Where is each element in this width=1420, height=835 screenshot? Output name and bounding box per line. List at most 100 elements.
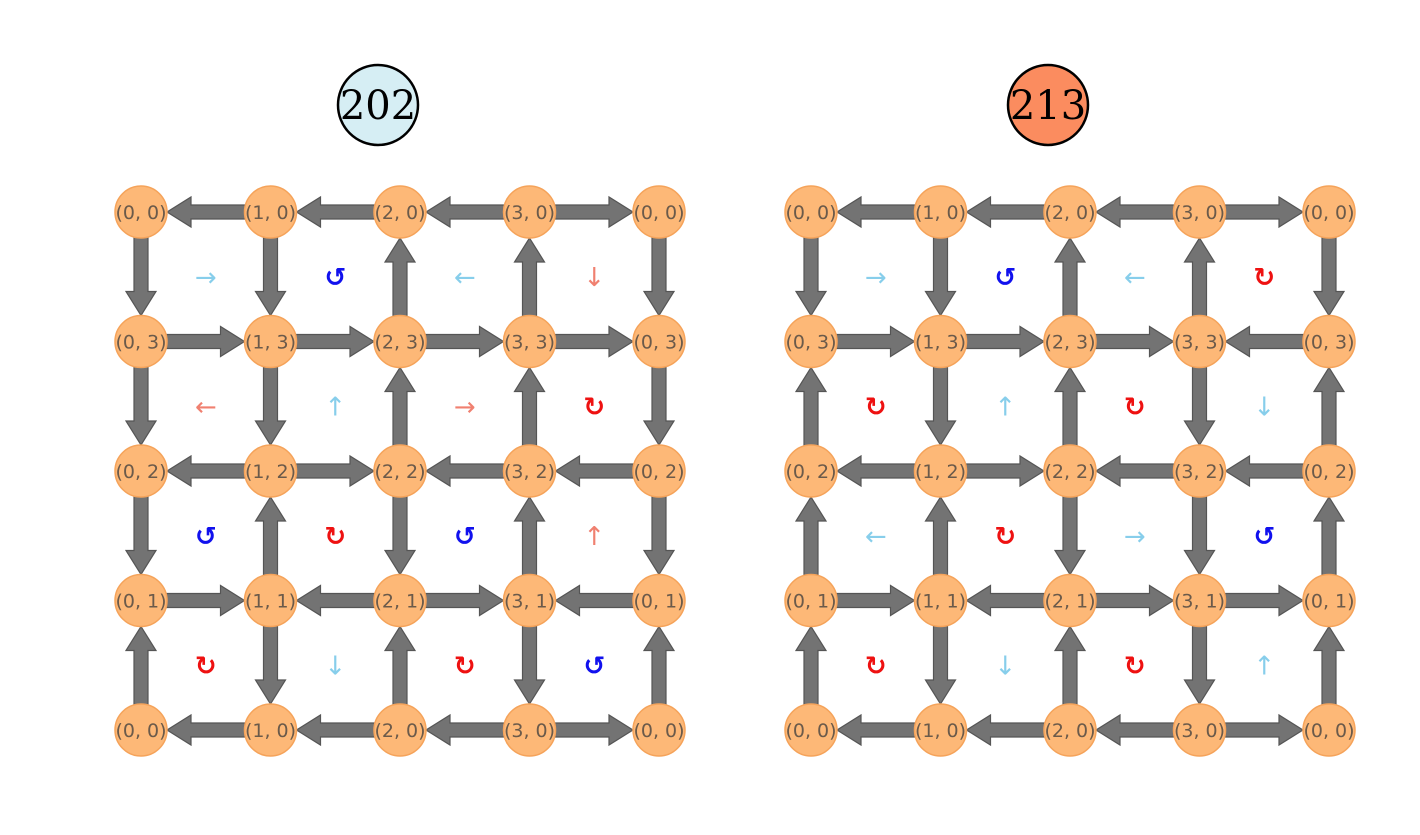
- node-label: (3, 2): [504, 461, 555, 483]
- lattice-node: (0, 2): [632, 444, 686, 498]
- lattice-node: (0, 2): [784, 444, 838, 498]
- edge-arrow: [642, 494, 676, 576]
- edge-arrow: [794, 366, 828, 448]
- node-circle: [913, 573, 968, 628]
- node-label: (0, 0): [115, 202, 166, 224]
- node-circle: [784, 444, 838, 498]
- node-label: (0, 3): [1303, 332, 1354, 354]
- clockwise-icon: ↻: [865, 651, 887, 681]
- node-circle: [784, 185, 838, 239]
- cell-arrow-icon: ←: [1124, 263, 1146, 293]
- node-circle: [1172, 573, 1227, 628]
- lattice-node: (2, 0): [1043, 703, 1097, 757]
- edge-arrow: [965, 584, 1047, 617]
- node-circle: [784, 573, 838, 628]
- cell-arrow-icon: →: [454, 392, 476, 422]
- lattice-node: (2, 1): [373, 573, 427, 628]
- lattice-node: (3, 2): [502, 444, 557, 498]
- edge-arrow: [794, 625, 828, 707]
- edge-arrow: [1312, 625, 1346, 707]
- node-circle: [502, 703, 557, 757]
- edge-arrow: [1053, 366, 1087, 448]
- lattice-panel-right: 213 (0, 0) (1, 0) (2, 0) (3, 0) (0, 0) (0, 3) (…: [784, 63, 1356, 757]
- node-label: (0, 0): [1303, 202, 1354, 224]
- clockwise-icon: ↻: [994, 522, 1016, 552]
- node-label: (1, 0): [915, 720, 966, 742]
- node-circle: [114, 185, 168, 239]
- node-circle: [913, 703, 968, 757]
- node-circle: [1172, 444, 1227, 498]
- edge-arrow: [965, 195, 1047, 229]
- lattice-node: (3, 0): [502, 703, 557, 757]
- node-label: (3, 3): [1174, 332, 1225, 354]
- lattice-node: (3, 3): [502, 314, 557, 369]
- node-label: (0, 2): [115, 461, 166, 483]
- node-circle: [502, 573, 557, 628]
- node-label: (2, 2): [1044, 461, 1095, 483]
- node-circle: [114, 314, 168, 369]
- node-label: (0, 2): [1303, 461, 1354, 483]
- node-label: (2, 0): [374, 720, 425, 742]
- edge-arrow: [1053, 625, 1087, 707]
- edge-arrow: [642, 235, 676, 317]
- edge-arrow: [164, 325, 246, 358]
- edge-arrow: [383, 366, 417, 448]
- edge-arrow: [924, 623, 957, 706]
- node-circle: [243, 185, 298, 239]
- lattice-node: (2, 0): [373, 703, 427, 757]
- cell-arrow-icon: ←: [195, 392, 217, 422]
- node-label: (3, 0): [1174, 202, 1225, 224]
- edge-arrow: [1053, 494, 1087, 576]
- edge-arrow: [513, 495, 546, 578]
- node-circle: [502, 444, 557, 498]
- node-circle: [373, 185, 427, 239]
- node-label: (0, 0): [1303, 720, 1354, 742]
- edge-arrow: [383, 236, 417, 319]
- counterclockwise-icon: ↺: [1253, 522, 1275, 552]
- lattice-node: (0, 0): [632, 703, 686, 757]
- edge-arrow: [165, 713, 248, 747]
- score-badge-label: 213: [1010, 83, 1086, 129]
- lattice-node: (2, 0): [1043, 185, 1097, 239]
- lattice-node: (3, 1): [1172, 573, 1227, 628]
- edge-arrow: [254, 623, 287, 706]
- clockwise-icon: ↻: [454, 651, 476, 681]
- node-circle: [913, 444, 968, 498]
- node-circle: [243, 703, 298, 757]
- edge-arrow: [424, 195, 507, 229]
- edge-arrow: [124, 364, 158, 447]
- lattice-node: (2, 0): [373, 185, 427, 239]
- node-label: (0, 0): [115, 720, 166, 742]
- lattice-node: (2, 3): [373, 314, 427, 369]
- lattice-node: (3, 2): [1172, 444, 1227, 498]
- node-label: (1, 1): [915, 591, 966, 613]
- node-circle: [243, 444, 298, 498]
- counterclockwise-icon: ↺: [454, 522, 476, 552]
- cell-arrow-icon: ↑: [324, 392, 346, 422]
- edge-arrow: [295, 584, 377, 617]
- edge-arrow: [124, 235, 158, 317]
- node-label: (2, 0): [374, 202, 425, 224]
- lattice-node: (0, 1): [632, 573, 686, 628]
- lattice-node: (1, 3): [913, 314, 968, 369]
- node-label: (2, 0): [1044, 202, 1095, 224]
- clockwise-icon: ↻: [324, 522, 346, 552]
- edge-arrow: [1224, 454, 1306, 488]
- node-circle: [632, 314, 686, 369]
- lattice-node: (3, 1): [502, 573, 557, 628]
- node-circle: [1172, 703, 1227, 757]
- node-label: (1, 0): [245, 720, 296, 742]
- node-circle: [1172, 314, 1227, 369]
- node-label: (2, 1): [374, 591, 425, 613]
- node-label: (1, 2): [245, 461, 296, 483]
- cell-arrow-icon: ↓: [324, 651, 346, 681]
- edge-arrow: [552, 713, 635, 747]
- edge-arrow: [164, 584, 246, 617]
- lattice-node: (1, 2): [913, 444, 968, 498]
- lattice-node: (2, 2): [1043, 444, 1097, 498]
- edge-arrow: [1183, 364, 1216, 447]
- edge-arrow: [963, 325, 1046, 358]
- clockwise-icon: ↻: [1124, 651, 1146, 681]
- lattice-node: (3, 0): [1172, 185, 1227, 239]
- edge-arrow: [552, 195, 635, 229]
